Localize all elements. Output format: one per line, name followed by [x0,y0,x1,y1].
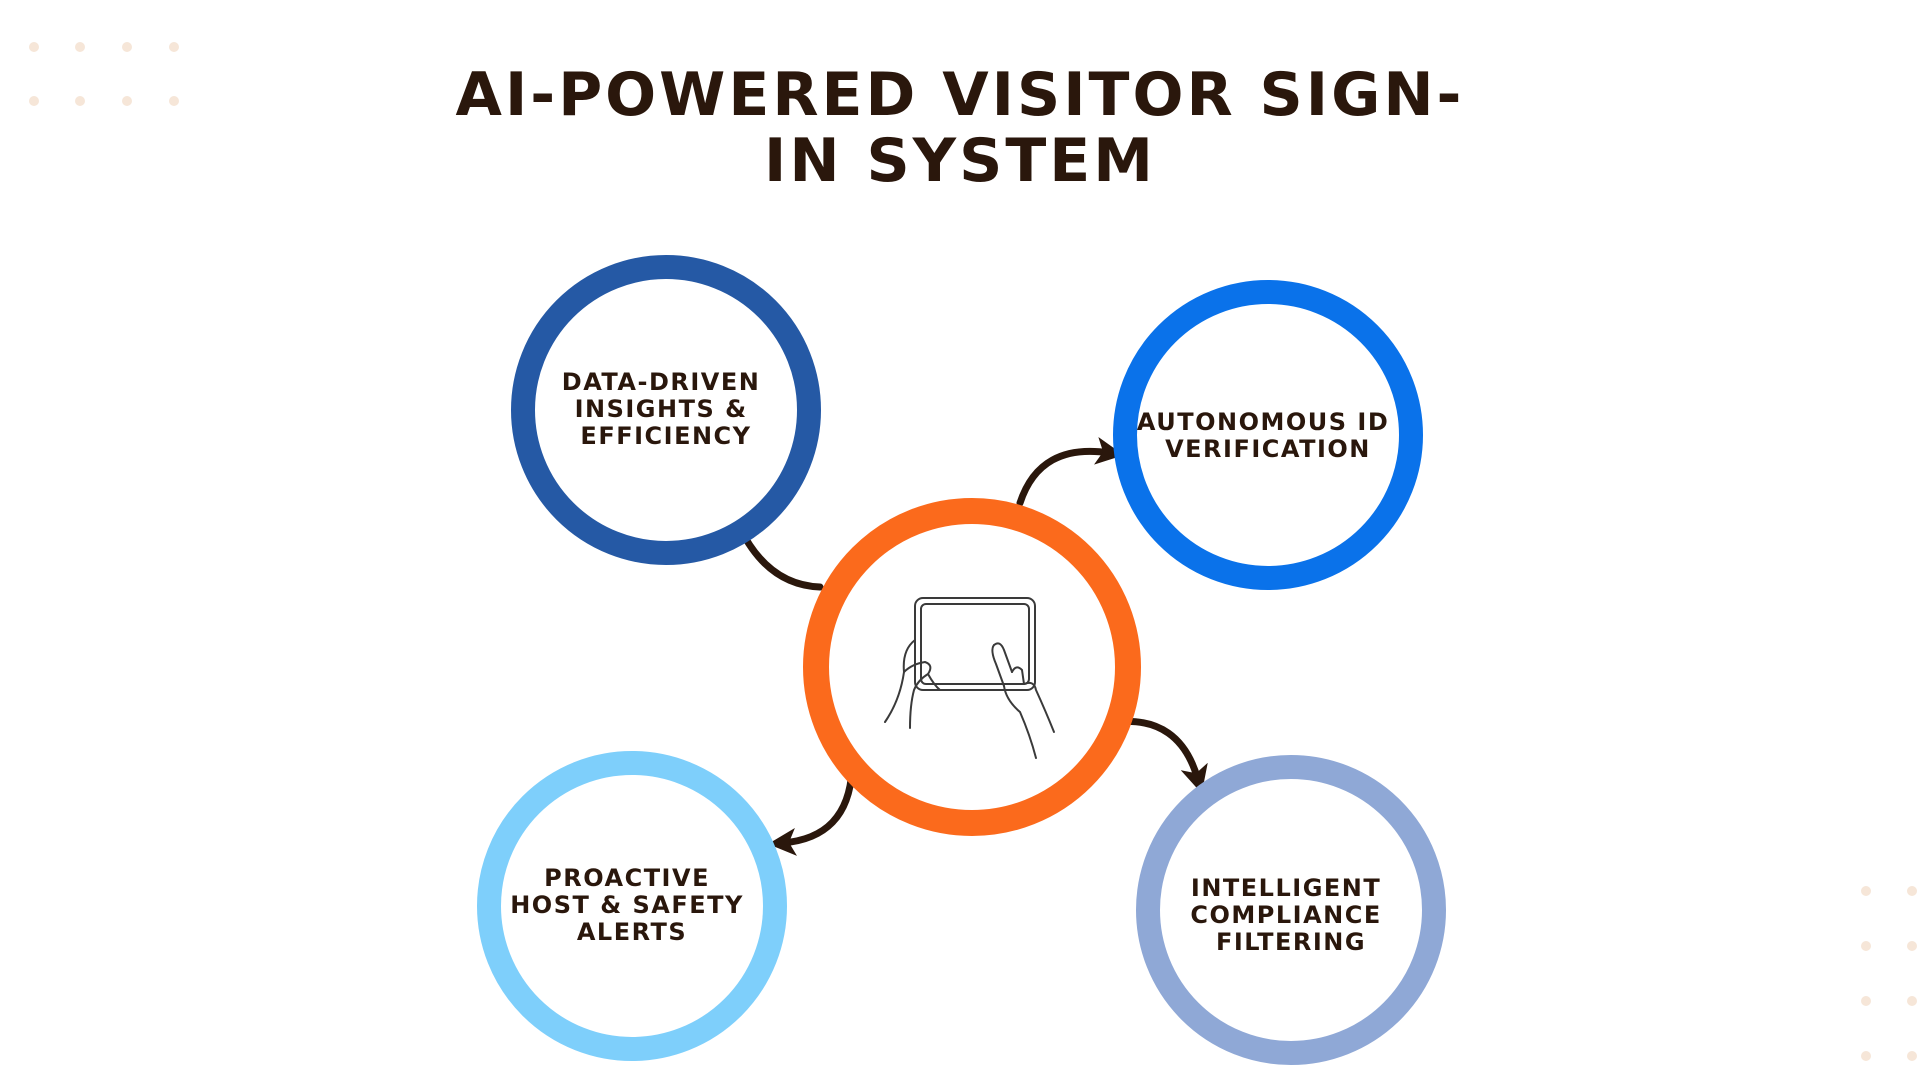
label-line: AUTONOMOUS ID [1137,408,1389,436]
label-line: INSIGHTS & [575,395,748,423]
label-line: INTELLIGENT [1191,874,1381,902]
label-line: PROACTIVE [544,864,710,892]
node-id-verification: AUTONOMOUS ID VERIFICATION [1113,280,1423,590]
node-label-safety-alerts: PROACTIVE HOST & SAFETY ALERTS [510,864,754,946]
label-line: FILTERING [1216,928,1366,956]
arrow-to-safety-alerts [768,766,856,856]
label-line: EFFICIENCY [580,422,751,450]
node-data-insights: DATA-DRIVEN INSIGHTS & EFFICIENCY [511,255,821,565]
arrow-to-id-verification [1016,437,1124,507]
hub-node [803,498,1141,836]
node-label-compliance-filtering: INTELLIGENT COMPLIANCE FILTERING [1190,874,1391,956]
node-compliance-filtering: INTELLIGENT COMPLIANCE FILTERING [1136,755,1446,1065]
label-line: HOST & SAFETY [510,891,744,919]
node-label-data-insights: DATA-DRIVEN INSIGHTS & EFFICIENCY [562,368,770,450]
title-line-2: IN SYSTEM [764,126,1156,196]
node-ring [511,255,821,565]
tablet-touch-icon [884,597,1055,759]
label-line: VERIFICATION [1165,435,1371,463]
label-line: COMPLIANCE [1190,901,1381,929]
label-line: DATA-DRIVEN [562,368,761,396]
node-ring [477,751,787,1061]
decor-dots-bottom-right [1861,886,1917,1061]
node-safety-alerts: PROACTIVE HOST & SAFETY ALERTS [477,751,787,1061]
hub-ring [803,498,1141,836]
title-line-1: AI-POWERED VISITOR SIGN- [455,60,1465,130]
node-ring [1136,755,1446,1065]
decor-dots-top-left [29,42,179,106]
diagram-title: AI-POWERED VISITOR SIGN- IN SYSTEM [430,62,1490,194]
node-ring [1113,280,1423,590]
label-line: ALERTS [577,918,687,946]
node-label-id-verification: AUTONOMOUS ID VERIFICATION [1137,408,1399,463]
